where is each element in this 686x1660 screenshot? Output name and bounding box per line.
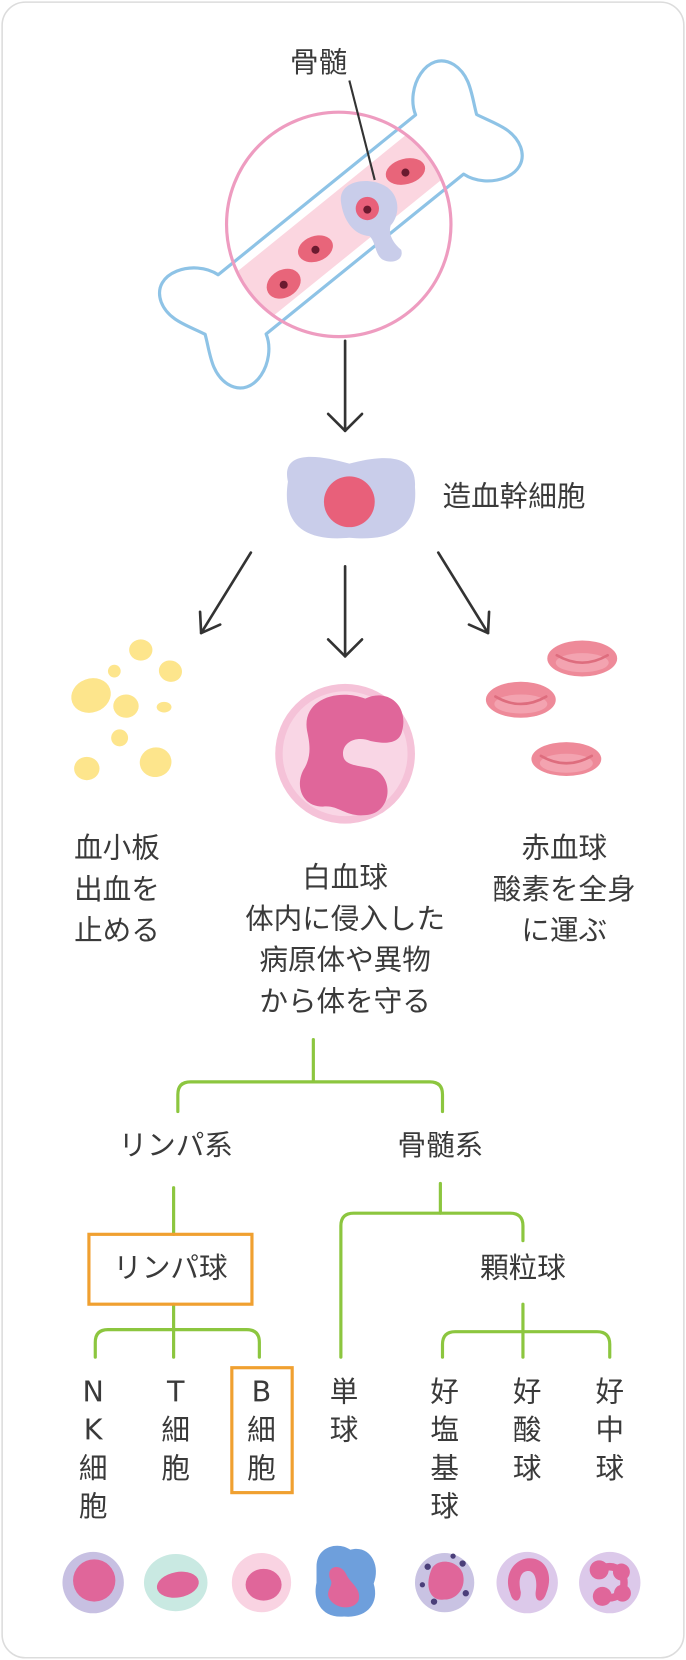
tree-line-lymphocyte-split (93, 1328, 261, 1359)
myeloid-label: 骨髄系 (397, 1129, 484, 1163)
white-blood-cell-title: 白血球 (302, 861, 388, 895)
arrow-to-white-cell-icon (326, 565, 364, 658)
neutrophil-icon (579, 1551, 641, 1614)
red-blood-cell-text-line: 酸素を全身 (492, 873, 636, 907)
b-cell-icon (231, 1552, 292, 1613)
arrow-to-platelet-icon (198, 551, 253, 635)
red-blood-cell-illustration (485, 640, 618, 776)
lymphocyte-label: リンパ球 (113, 1252, 228, 1286)
tree-line-myeloid-split (339, 1211, 525, 1359)
nk-cell-label: NK細胞 (78, 1376, 108, 1524)
b-cell-highlight-box (230, 1366, 294, 1495)
t-cell-label: T細胞 (161, 1376, 191, 1486)
white-blood-cell-text-line: 病原体や異物 (259, 944, 431, 978)
tree-line-split (176, 1080, 445, 1114)
platelet-text-line: 止める (74, 914, 160, 948)
basophil-label: 好塩基球 (430, 1376, 459, 1524)
nk-cell-icon (62, 1551, 124, 1614)
lymphocyte-highlight-box (87, 1232, 254, 1306)
arrow-to-red-cell-icon (436, 551, 491, 635)
platelet-text-line: 出血を (74, 873, 160, 907)
neutrophil-label: 好中球 (595, 1376, 625, 1486)
white-blood-cell-illustration (275, 683, 415, 824)
red-blood-cell-text-line: に運ぶ (521, 914, 608, 948)
b-cell-label: B細胞 (247, 1376, 276, 1486)
eosinophil-label: 好酸球 (512, 1376, 542, 1486)
white-blood-cell-text-line: 体内に侵入した (245, 902, 446, 936)
white-blood-cell-description: 白血球 体内に侵入した 病原体や異物 から体を守る (207, 857, 482, 1022)
eosinophil-icon (496, 1551, 558, 1614)
red-blood-cell (485, 681, 556, 718)
platelet-illustration (71, 639, 183, 781)
magnifier-ring (224, 110, 453, 339)
arrow-down-icon (326, 339, 364, 433)
red-blood-cell (547, 640, 618, 677)
tree-line-granulocyte-split (440, 1330, 612, 1359)
monocyte-icon (315, 1545, 376, 1617)
red-blood-cell-title: 赤血球 (521, 832, 608, 865)
white-blood-cell-text-line: から体を守る (259, 985, 431, 1019)
stem-cell-label: 造血幹細胞 (442, 480, 586, 514)
marrow-red-cells (266, 158, 426, 299)
lymphoid-label: リンパ系 (118, 1129, 233, 1163)
bone-marrow-pointer (348, 80, 376, 181)
granulocyte-label: 顆粒球 (480, 1252, 566, 1286)
platelet-title: 血小板 (74, 832, 160, 865)
t-cell-icon (143, 1554, 208, 1612)
marrow-stem-cell (340, 181, 402, 262)
bone-illustration (157, 59, 524, 390)
platelet-description: 血小板 出血を 止める (74, 828, 160, 952)
stem-cell-illustration (286, 456, 416, 539)
monocyte-label: 単球 (329, 1376, 359, 1448)
red-blood-cell (531, 742, 602, 776)
lineage-tree (93, 1037, 612, 1359)
bone-marrow-label: 骨髄 (290, 46, 348, 80)
basophil-icon (414, 1552, 475, 1613)
red-blood-cell-description: 赤血球 酸素を全身 に運ぶ (458, 828, 670, 952)
